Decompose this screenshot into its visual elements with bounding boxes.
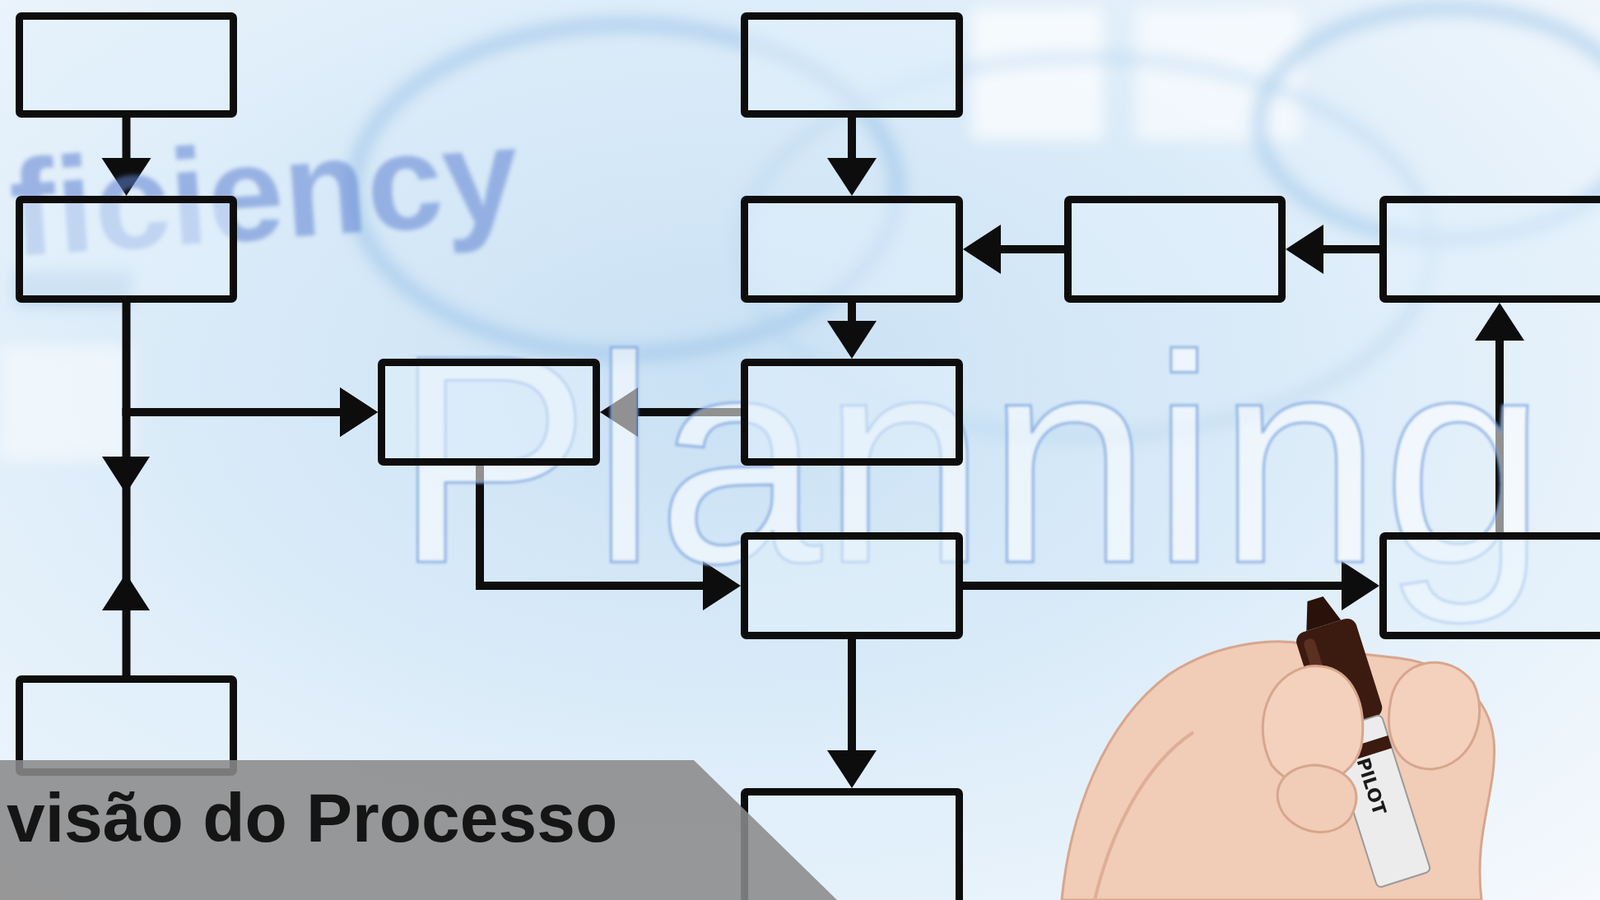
flow-arrow (479, 465, 741, 611)
process-box (740, 788, 963, 900)
flow-arrow (600, 387, 741, 438)
process-box (15, 195, 238, 303)
fingers (1262, 662, 1480, 833)
flow-arrow (102, 117, 152, 196)
process-box (1379, 532, 1600, 640)
process-box (1379, 195, 1600, 303)
process-box (15, 675, 238, 777)
pen-brand: PILOT (1353, 756, 1389, 819)
process-box (15, 12, 238, 118)
process-box (377, 358, 600, 466)
process-box (740, 12, 963, 118)
hand (1061, 641, 1495, 900)
process-box (740, 195, 963, 303)
process-box (740, 358, 963, 466)
flow-arrow (962, 561, 1380, 611)
flow-arrow (827, 639, 877, 789)
flow-arrow (126, 302, 379, 438)
flow-arrow (1474, 302, 1525, 533)
process-box (740, 532, 963, 640)
process-box (1064, 195, 1286, 303)
flow-arrow (962, 224, 1065, 275)
flow-arrow (827, 117, 877, 196)
flow-arrow (827, 302, 877, 359)
caption-banner (0, 760, 838, 900)
flow-arrow (1285, 224, 1380, 275)
caption-title: visão do Processo (6, 780, 618, 856)
flow-arrow (126, 387, 379, 676)
